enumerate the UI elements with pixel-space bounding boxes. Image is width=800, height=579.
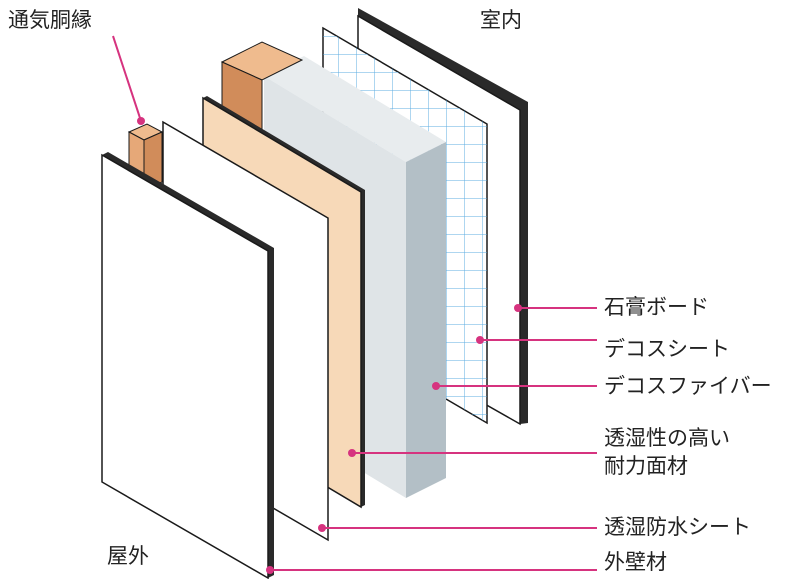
label-outdoor: 屋外 <box>107 544 149 568</box>
label-structural-panel-line1: 透湿性の高い <box>604 426 730 450</box>
label-gypsum-board: 石膏ボード <box>604 295 709 319</box>
label-deco-fiber: デコスファイバー <box>604 374 772 398</box>
label-ventilation-batten: 通気胴縁 <box>8 8 92 32</box>
label-indoor: 室内 <box>480 8 522 32</box>
label-exterior-cladding: 外壁材 <box>604 550 667 574</box>
label-deco-sheet: デコスシート <box>604 337 730 361</box>
exterior-cladding <box>101 152 274 579</box>
label-breathable-membrane: 透湿防水シート <box>604 515 751 539</box>
leader-lines <box>112 35 597 574</box>
label-structural-panel-line2: 耐力面材 <box>604 454 688 478</box>
